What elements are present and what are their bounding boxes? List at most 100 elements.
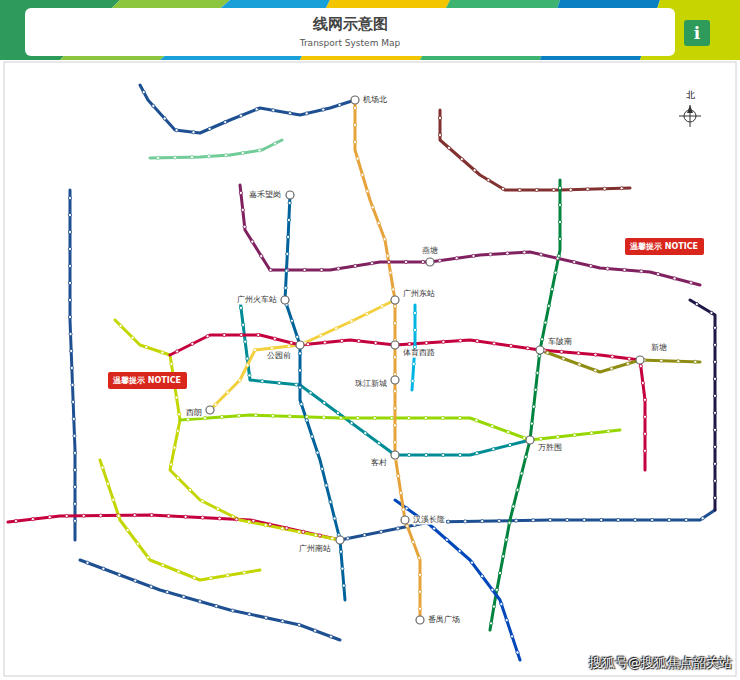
station-dot <box>286 252 289 255</box>
station-dot <box>380 530 383 533</box>
station-dot <box>512 505 515 508</box>
station-dot <box>298 352 301 355</box>
station-dot <box>298 623 301 626</box>
station-dot <box>353 140 356 143</box>
station-dot <box>300 403 303 406</box>
station-dot <box>493 342 496 345</box>
interchange-stations <box>206 96 644 624</box>
station-dot <box>341 567 344 570</box>
station-dot <box>573 433 576 436</box>
station-dot <box>65 514 68 517</box>
station-dot <box>411 379 414 382</box>
station-dot <box>216 507 219 510</box>
interchange-station <box>536 346 544 354</box>
station-dot <box>606 267 609 270</box>
station-dot <box>99 514 102 517</box>
station-dot <box>713 411 716 414</box>
station-dot <box>397 474 400 477</box>
station-dot <box>119 324 122 327</box>
station-dot <box>412 540 415 543</box>
station-dot <box>170 463 173 466</box>
metro-line <box>80 560 340 640</box>
station-dot <box>402 508 405 511</box>
station-dot <box>297 530 300 533</box>
station-dot <box>713 377 716 380</box>
station-dot <box>342 584 345 587</box>
interchange-station <box>351 96 359 104</box>
station-dot <box>562 357 565 360</box>
station-dot <box>651 518 654 521</box>
station-dot <box>475 419 478 422</box>
station-dot <box>336 411 339 414</box>
station-dot <box>505 619 508 622</box>
station-dot <box>458 416 461 419</box>
station-dot <box>142 90 145 93</box>
interchange-station <box>391 341 399 349</box>
station-dot <box>694 360 697 363</box>
info-icon-letter: i <box>694 24 700 43</box>
info-icon <box>684 20 710 46</box>
station-dot <box>464 520 467 523</box>
station-dot <box>442 453 445 456</box>
station-dot <box>685 518 688 521</box>
station-dot <box>150 585 153 588</box>
station-dot <box>316 451 319 454</box>
station-dot <box>254 414 257 417</box>
station-dot <box>106 482 109 485</box>
station-dot <box>532 405 535 408</box>
station-dot <box>438 133 441 136</box>
station-dot <box>287 345 290 348</box>
station-name: 公园前 <box>266 352 292 361</box>
station-name: 广州东站 <box>402 290 436 299</box>
station-dot <box>441 416 444 419</box>
station-name: 车陂南 <box>547 338 573 347</box>
station-dot <box>554 271 557 274</box>
station-name: 新塘 <box>650 344 668 353</box>
station-dot <box>288 112 291 115</box>
station-dot <box>167 514 170 517</box>
station-dot <box>425 453 428 456</box>
station-dot <box>677 360 680 363</box>
interchange-station <box>426 258 434 266</box>
station-dot <box>118 573 121 576</box>
station-dot <box>412 362 415 365</box>
station-dot <box>523 436 526 439</box>
interchange-station <box>206 406 214 414</box>
station-dot <box>643 432 646 435</box>
interchange-station <box>401 516 409 524</box>
station-dot <box>710 311 713 314</box>
metro-line <box>170 335 645 470</box>
station-dot <box>481 575 484 578</box>
station-dot <box>393 424 396 427</box>
station-dot <box>495 588 498 591</box>
station-dot <box>628 357 631 360</box>
station-dot <box>243 571 246 574</box>
station-dot <box>346 537 349 540</box>
metro-line <box>150 140 282 158</box>
station-dot <box>353 106 356 109</box>
station-dot <box>239 306 242 309</box>
station-dot <box>175 129 178 132</box>
station-dot <box>251 240 254 243</box>
station-dot <box>338 103 341 106</box>
station-dot <box>515 519 518 522</box>
metro-lines <box>8 85 715 660</box>
station-dot <box>634 518 637 521</box>
station-dot <box>393 407 396 410</box>
station-dot <box>577 352 580 355</box>
station-dot <box>296 335 299 338</box>
station-dot <box>252 519 255 522</box>
station-dot <box>438 116 441 119</box>
station-dot <box>322 108 325 111</box>
station-dot <box>260 254 263 257</box>
station-dot <box>184 515 187 518</box>
station-dot <box>350 320 353 323</box>
station-dot <box>201 516 204 519</box>
station-dot <box>373 416 376 419</box>
station-dot <box>626 362 629 365</box>
metro-line <box>210 300 395 410</box>
metro-line <box>8 515 340 540</box>
station-dot <box>329 500 332 503</box>
station-dot <box>14 519 17 522</box>
station-dot <box>339 550 342 553</box>
